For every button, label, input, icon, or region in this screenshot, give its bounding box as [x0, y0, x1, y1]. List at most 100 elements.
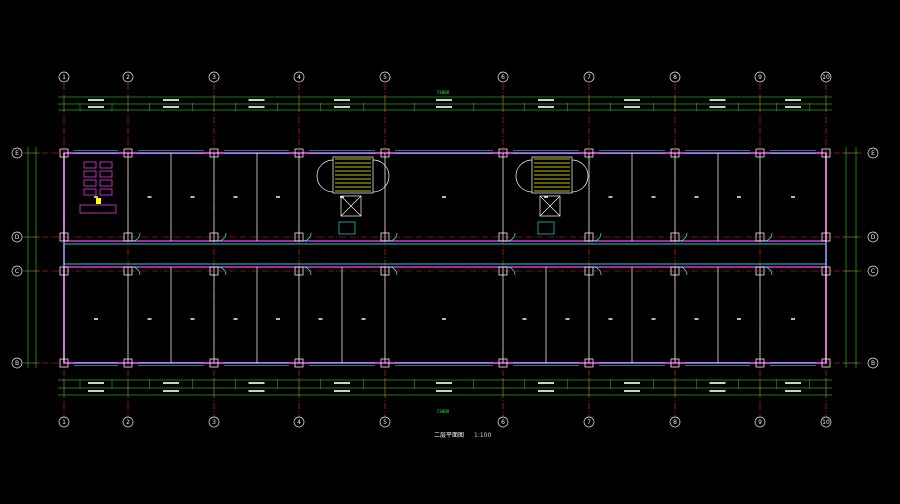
axis-bubble	[669, 416, 681, 428]
dimension-text	[709, 382, 726, 384]
room-tag	[544, 196, 548, 198]
toilet-fixture	[83, 170, 97, 178]
room-tag	[651, 318, 656, 320]
toilet-fixture	[99, 179, 113, 187]
toilet-fixture	[83, 188, 97, 196]
room-tag	[651, 196, 656, 198]
axis-bubble	[58, 416, 70, 428]
axis-label: 2	[126, 74, 130, 81]
axis-label: 10	[822, 419, 830, 426]
drawing-caption: 二层平面图 1:100	[434, 430, 491, 439]
axis-label: 5	[383, 419, 387, 426]
drawing-title: 二层平面图	[434, 432, 465, 439]
dimension-text	[334, 99, 350, 101]
room-tag	[694, 196, 699, 198]
dimension-text	[163, 99, 179, 101]
dimension-text	[538, 106, 554, 108]
corridor-outline	[63, 243, 827, 265]
elevator-lobby	[338, 221, 356, 235]
door-swing	[388, 266, 398, 276]
axis-bubble	[122, 416, 134, 428]
axis-label: 2	[126, 419, 130, 426]
room-tag	[233, 318, 238, 320]
dimension-text	[709, 390, 726, 392]
door-swing	[388, 232, 398, 242]
axis-label: 1	[62, 74, 66, 81]
room-tag	[737, 196, 741, 198]
door-swing	[678, 266, 688, 276]
dimension-text	[163, 382, 179, 384]
axis-bubble	[867, 147, 879, 159]
toilet-fixture	[99, 188, 113, 196]
dimension-text	[334, 106, 350, 108]
outer-wall	[63, 152, 827, 364]
axis-label: 1	[62, 419, 66, 426]
axis-bubble	[11, 231, 23, 243]
axis-bubble	[867, 231, 879, 243]
elevator-shaft	[539, 195, 561, 217]
door-swing	[131, 266, 141, 276]
door-swing	[763, 266, 773, 276]
axis-bubble	[293, 71, 305, 83]
axis-label: E	[871, 150, 875, 157]
axis-bubble	[497, 71, 509, 83]
axis-label: 6	[501, 74, 505, 81]
drawing-scale: 1:100	[474, 432, 492, 439]
toilet-fixture	[83, 161, 97, 169]
dimension-text	[248, 382, 265, 384]
dimension-text	[248, 106, 265, 108]
room-partitions	[63, 153, 827, 363]
dimension-text	[624, 390, 640, 392]
stairs	[316, 156, 589, 235]
dimension-text	[709, 106, 726, 108]
overall-length-top: 73800	[437, 90, 450, 95]
room-tag	[94, 196, 98, 198]
dimension-text	[785, 390, 801, 392]
dimension-text	[436, 382, 452, 384]
grid-axis-lines	[20, 84, 870, 418]
axis-bubble	[583, 416, 595, 428]
stair-west	[332, 156, 374, 194]
axis-bubble	[11, 265, 23, 277]
axis-label: 5	[383, 74, 387, 81]
room-tag	[608, 318, 613, 320]
room-tag	[442, 196, 446, 198]
axis-bubble	[754, 71, 766, 83]
axis-bubble	[669, 71, 681, 83]
room-tag	[522, 318, 527, 320]
dimension-text	[88, 106, 104, 108]
dimension-text	[538, 99, 554, 101]
dimension-text	[624, 99, 640, 101]
dimension-text	[624, 106, 640, 108]
dimension-text	[785, 99, 801, 101]
door-swing	[302, 266, 312, 276]
dimension-text	[88, 390, 104, 392]
dimension-text	[334, 382, 350, 384]
axis-label: 4	[297, 419, 301, 426]
axis-bubble	[379, 71, 391, 83]
axis-label: 6	[501, 419, 505, 426]
axis-bubble	[11, 357, 23, 369]
axis-bubble	[867, 265, 879, 277]
door-swing	[592, 232, 602, 242]
axis-bubble	[583, 71, 595, 83]
door-swing	[763, 232, 773, 242]
dimension-text	[248, 390, 265, 392]
room-tag	[190, 196, 195, 198]
door-swing	[506, 232, 516, 242]
axis-bubble	[379, 416, 391, 428]
door-swing	[217, 266, 227, 276]
room-tag	[565, 318, 570, 320]
room-tag	[608, 196, 613, 198]
axis-bubble	[820, 416, 832, 428]
dimension-text	[624, 382, 640, 384]
dimension-text	[538, 390, 554, 392]
room-tag	[318, 318, 323, 320]
door-swing	[678, 232, 688, 242]
stair-landing	[372, 159, 390, 193]
dimension-text	[709, 99, 726, 101]
axis-bubble	[11, 147, 23, 159]
